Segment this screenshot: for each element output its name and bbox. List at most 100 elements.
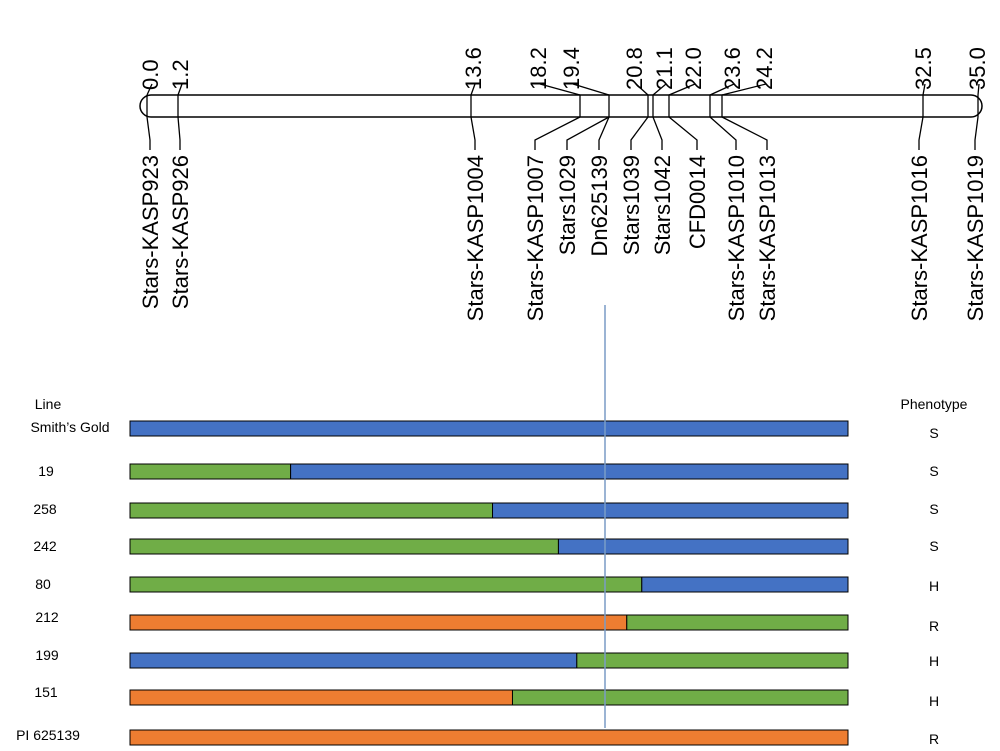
marker-name-label: Stars1029 [555,155,580,255]
genotype-segment-blue [129,420,849,437]
phenotype-value: S [929,463,938,479]
marker-connector [974,116,979,150]
marker-upper-connector [922,83,926,96]
line-name: 212 [35,609,59,625]
marker-position-label: 35.0 [965,47,990,90]
marker-upper-connector [709,83,735,96]
marker-connector [630,116,649,150]
marker-connector [709,116,737,150]
marker-position-label: 1.2 [168,59,193,90]
marker-name-label: Stars-KASP1016 [907,155,932,321]
marker-upper-connector [146,83,153,96]
marker-connector [721,116,768,150]
line-name: PI 625139 [16,727,80,743]
genotype-segment-green [129,576,643,593]
marker-connector [470,116,476,150]
marker-position-label: 19.4 [559,47,584,90]
line-name: 199 [35,647,59,663]
genotype-row: 199 H [35,647,939,669]
line-name: 242 [33,538,57,554]
marker-name-label: Stars-KASP923 [138,155,163,309]
line-name: 19 [38,463,54,479]
marker-upper-connector [668,83,696,96]
marker-name-label: Stars-KASP1007 [523,155,548,321]
genotype-segment-green [129,502,494,519]
phenotype-value: S [929,501,938,517]
phenotype-value: R [929,731,939,747]
genotype-segment-blue [492,502,849,519]
phenotype-value: H [929,578,939,594]
marker-connector [668,116,698,150]
marker-name-label: Stars-KASP926 [168,155,193,309]
marker-connector [146,116,151,150]
phenotype-column-header: Phenotype [901,396,968,412]
marker-upper-connector [572,83,610,96]
marker-name-label: Stars1042 [650,155,675,255]
genotype-segment-orange [129,614,628,631]
genotype-segment-orange [129,689,513,706]
genotype-segment-green [129,538,559,555]
marker-upper-connector [470,83,476,96]
marker-layer: 0.0Stars-KASP9231.2Stars-KASP92613.6Star… [138,47,990,321]
genotype-segment-blue [557,538,849,555]
marker-upper-connector [177,83,183,96]
chromosome-bar [139,94,983,118]
genotype-segment-blue [641,576,849,593]
marker-connector [566,116,610,150]
marker-upper-connector [977,83,980,96]
marker-name-label: Stars-KASP1019 [963,155,988,321]
genotype-segment-green [626,614,849,631]
genotype-row: 19 S [38,463,939,480]
marker-name-label: Dn625139 [587,155,612,257]
genotype-segment-blue [290,463,849,480]
genotype-row: 242 S [33,538,939,555]
line-column-header: Line [35,396,62,412]
marker-connector [918,116,924,150]
marker-position-label: 22.0 [681,47,706,90]
genotype-segment-blue [129,652,578,669]
marker-position-label: 23.6 [720,47,745,90]
marker: Dn625139 [587,116,612,257]
marker-position-label: 13.6 [461,47,486,90]
marker-upper-connector [721,83,767,96]
marker-connector [652,116,663,150]
marker-name-label: Stars1039 [619,155,644,255]
marker-position-label: 24.2 [752,47,777,90]
genotype-row: 80 H [35,576,939,594]
genotype-segment-green [576,652,849,669]
line-name: 80 [35,576,51,592]
marker-position-label: 20.8 [622,47,647,90]
genotype-segment-green [511,689,849,706]
marker-connector [598,116,610,150]
marker-name-label: CFD0014 [685,155,710,249]
marker-upper-connector [652,83,667,96]
marker-upper-connector [635,83,649,96]
marker-connector [177,116,181,150]
phenotype-value: H [929,693,939,709]
genotype-segment-green [129,463,292,480]
marker-connector [534,116,581,150]
genotype-segment-orange [129,729,849,746]
phenotype-value: H [929,653,939,669]
marker-position-label: 32.5 [911,47,936,90]
phenotype-value: S [929,425,938,441]
line-name: Smith’s Gold [30,419,109,435]
marker-position-label: 18.2 [526,47,551,90]
phenotype-value: S [929,538,938,554]
